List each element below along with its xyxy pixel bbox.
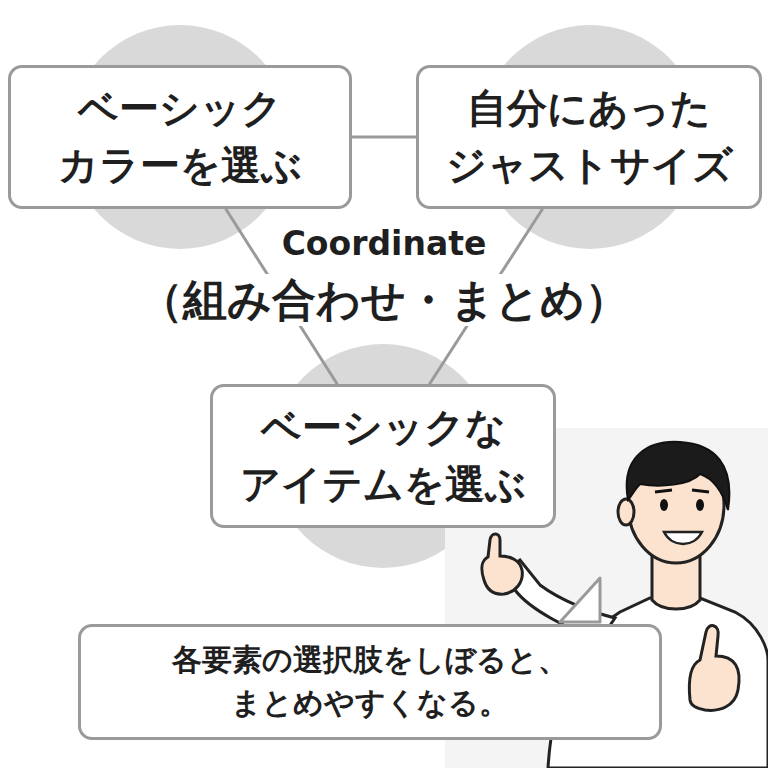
- process-box: ベーシック カラーを選ぶ: [8, 65, 352, 209]
- node-text: 自分にあった ジャストサイズ: [435, 80, 743, 194]
- pointing-hand: [482, 534, 522, 594]
- node-text: ベーシック カラーを選ぶ: [27, 80, 333, 194]
- thumb-hand: [689, 626, 739, 711]
- center-subtitle: （組み合わせ・まとめ）: [133, 274, 635, 327]
- speech-bubble: 各要素の選択肢をしぼると、 まとめやすくなる。: [78, 624, 662, 739]
- eye: [660, 499, 668, 511]
- hair: [627, 442, 730, 510]
- ear: [618, 499, 634, 525]
- eye: [696, 499, 704, 511]
- process-box: 自分にあった ジャストサイズ: [416, 65, 762, 209]
- smile: [664, 532, 702, 544]
- connector-line: [352, 136, 416, 139]
- center-title: Coordinate: [276, 224, 493, 264]
- process-box: ベーシックな アイテムを選ぶ: [210, 384, 556, 528]
- eyebrows: [655, 490, 709, 492]
- node-text: ベーシックな アイテムを選ぶ: [229, 399, 537, 513]
- bubble-tail: [560, 578, 600, 622]
- node-text: 各要素の選択肢をしぼると、 まとめやすくなる。: [97, 639, 643, 724]
